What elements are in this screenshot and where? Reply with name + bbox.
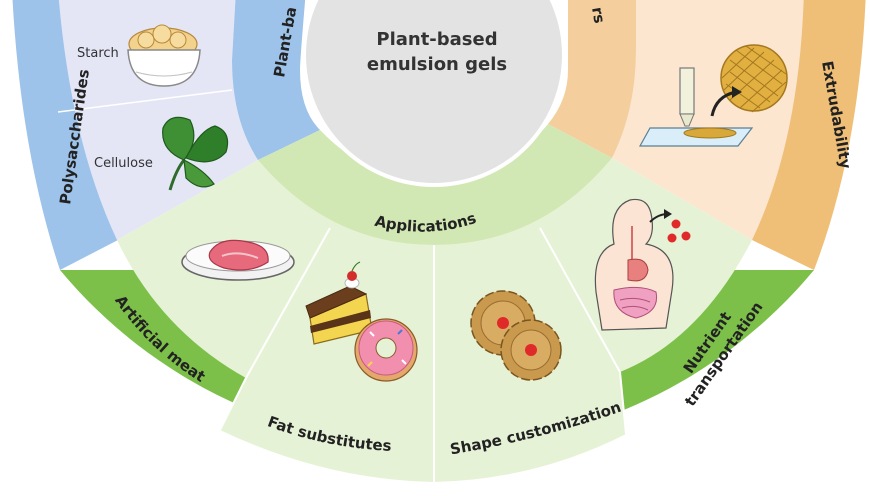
divider-5 (619, 371, 627, 435)
label-starch: Starch (77, 46, 119, 61)
outer-ring-orange (752, 0, 866, 270)
label-cellulose: Cellulose (94, 156, 153, 171)
divider-1 (245, 227, 331, 379)
spinach-leaf-icon (162, 116, 229, 191)
center-circle (302, 0, 566, 187)
meat-dish-icon (181, 239, 295, 281)
label-emulsifiers-partial: rs (588, 6, 609, 25)
digestive-system-icon (594, 198, 691, 331)
extrusion-printer-icon (638, 44, 788, 147)
center-title-line2: emulsion gels (367, 54, 507, 75)
center-title-line1: Plant-based (376, 29, 497, 50)
starch-bowl-icon (127, 24, 201, 87)
divider-3 (539, 227, 621, 373)
divider-4 (219, 377, 247, 431)
divider-starch (57, 89, 233, 113)
inner-ring-blue (232, 0, 320, 160)
shaped-cookies-icon (470, 290, 562, 381)
cake-donut-icon (305, 261, 418, 382)
inner-ring-orange (548, 0, 636, 158)
